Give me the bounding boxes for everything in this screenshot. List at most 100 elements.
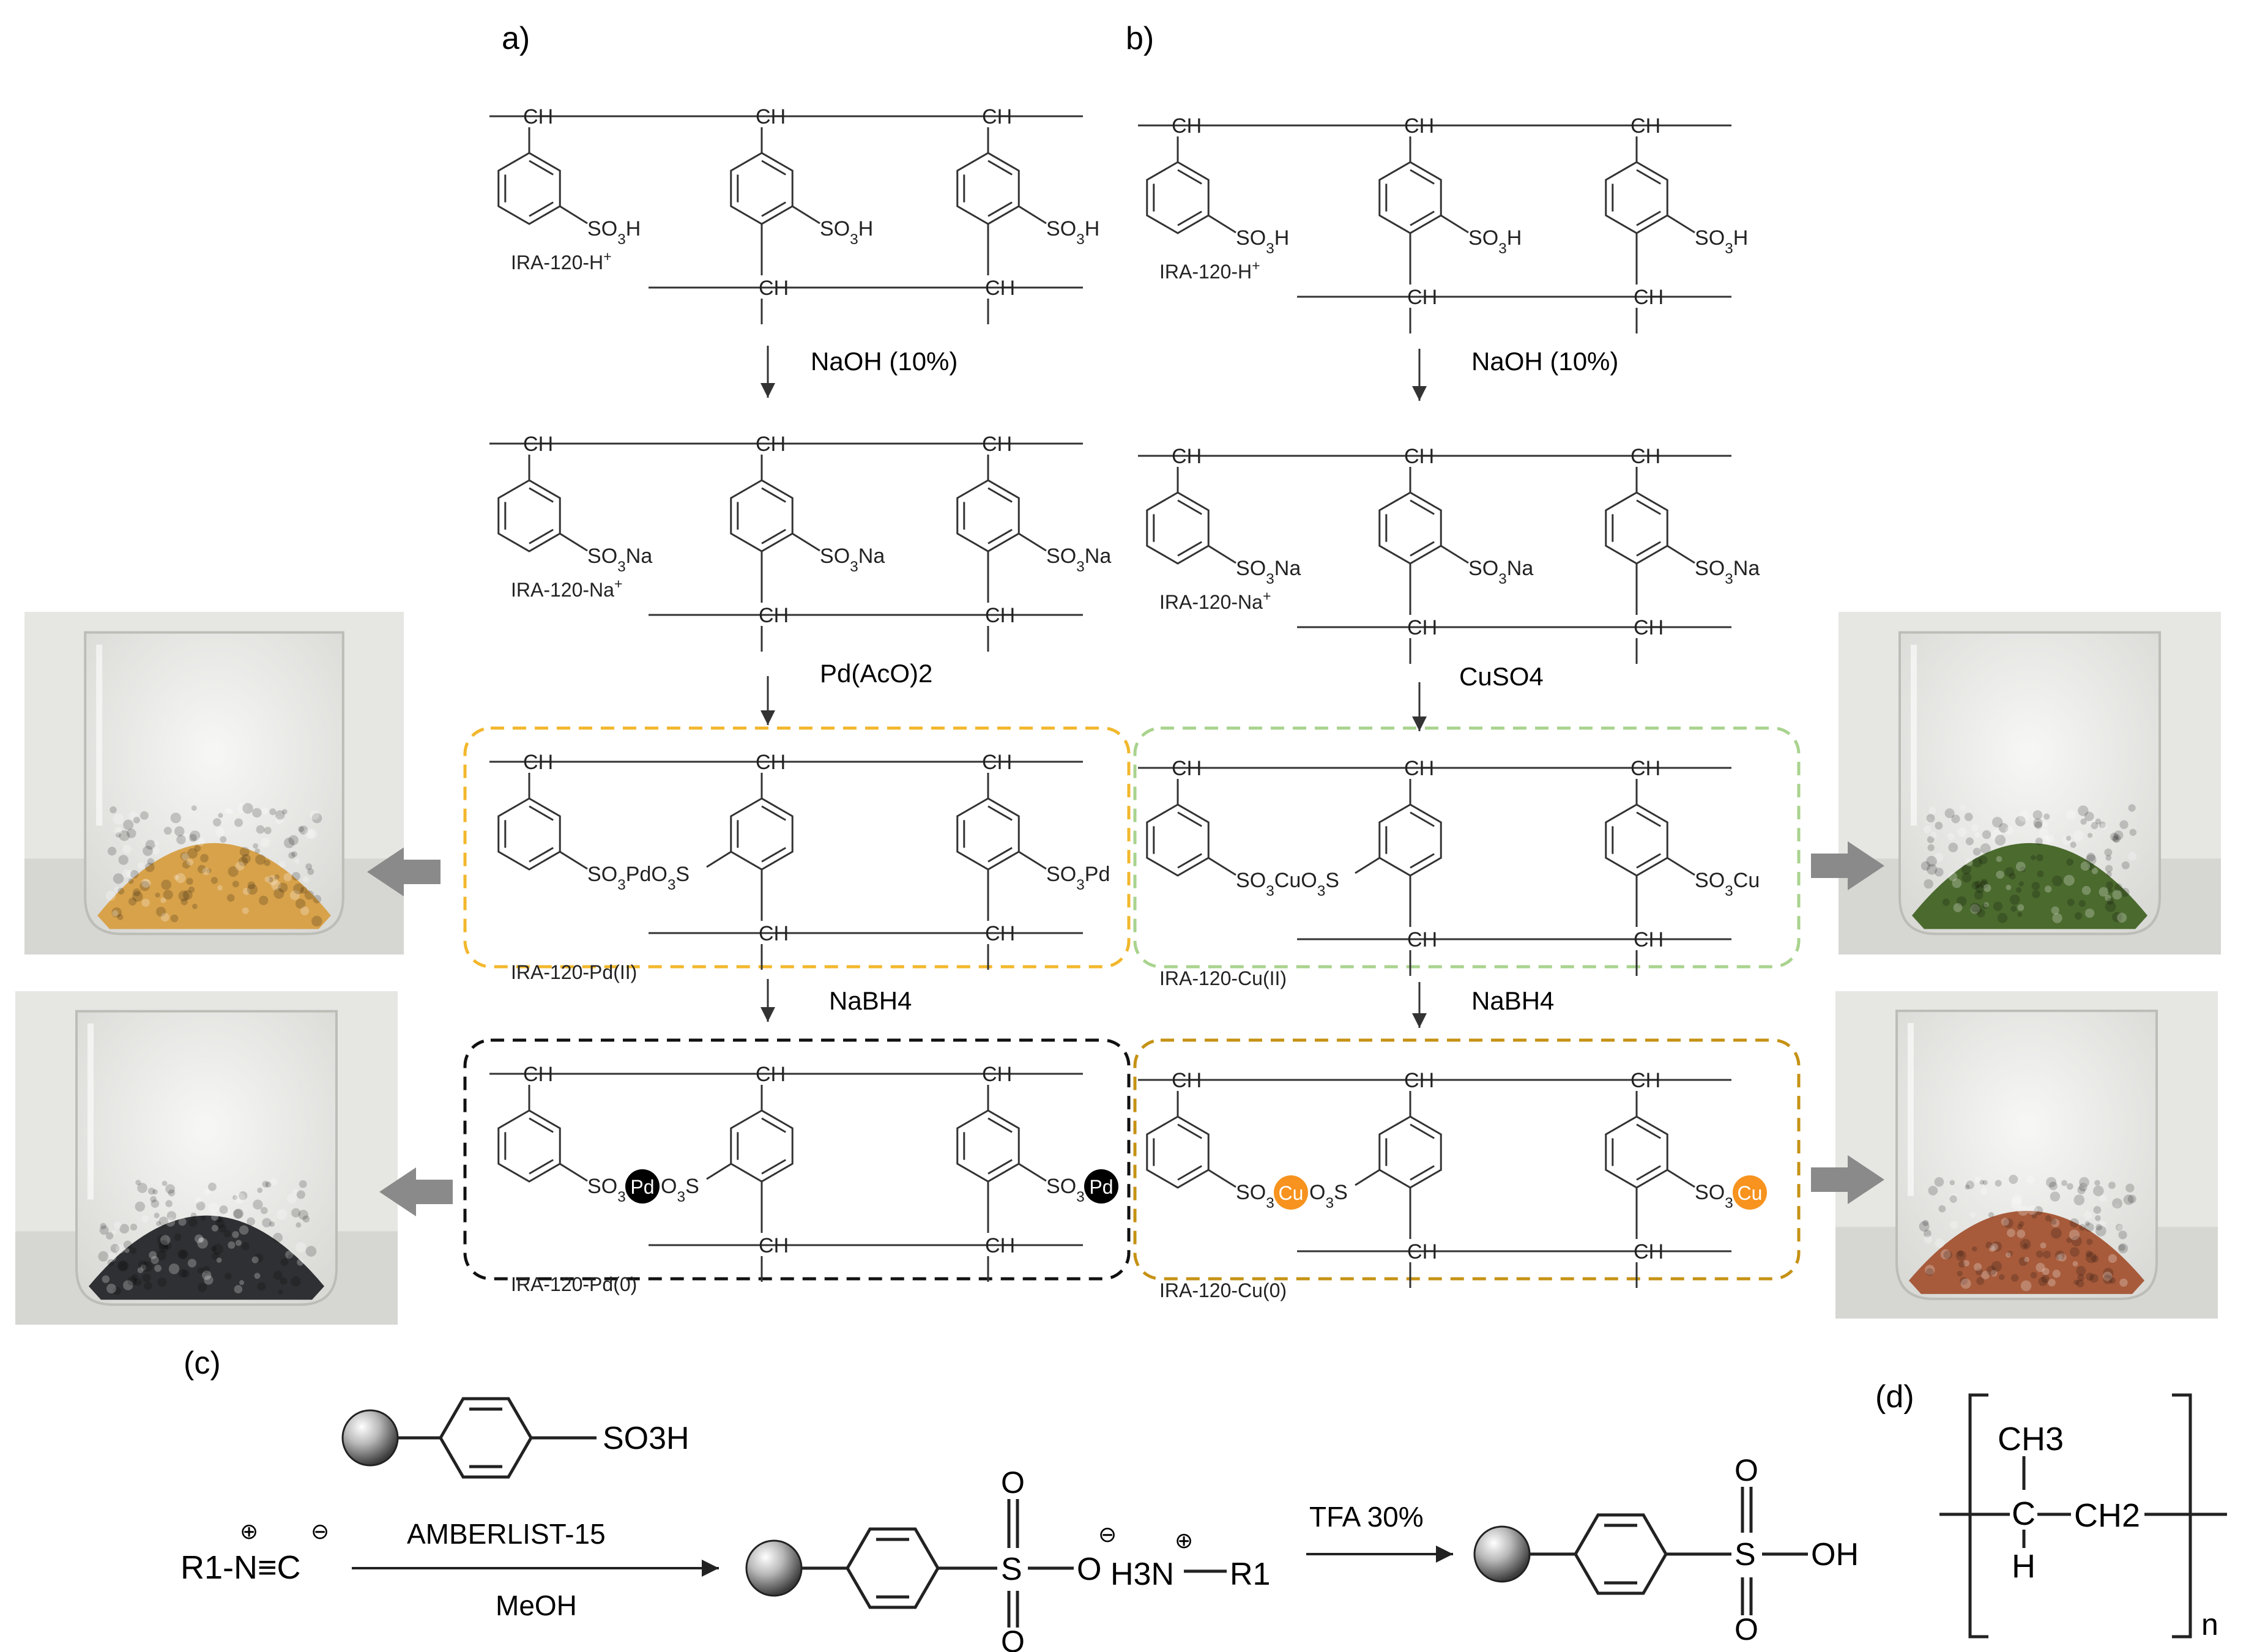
ch-label-bottom-2: CH	[985, 1234, 1015, 1257]
substituent-o3s: O3S	[1309, 1181, 1348, 1211]
cation-charge: ⊕	[1175, 1528, 1193, 1553]
reagent-nabh4-a: NaBH4	[829, 986, 912, 1015]
ch-label-top-1: CH	[756, 105, 786, 128]
glass-vial-icon	[1898, 631, 2161, 936]
solvent-label: MeOH	[496, 1590, 577, 1621]
ch-label-top-0: CH	[1172, 114, 1202, 138]
ch-label-bottom-2: CH	[985, 922, 1015, 945]
oxygen-bottom-2: O	[1735, 1612, 1758, 1646]
substituent-terminal: SO3Cu	[1695, 869, 1760, 899]
substituent-2: SO3Na	[1046, 545, 1111, 575]
resin-beads-pile	[89, 1215, 324, 1300]
metal-nanoparticle-icon	[1274, 1175, 1308, 1210]
stage-name: IRA-120-Na+	[511, 576, 622, 601]
substituent-2: SO3Na	[1695, 557, 1760, 587]
ch-label-top-0: CH	[523, 433, 553, 456]
reagent-naoh-a: NaOH (10%)	[811, 347, 957, 376]
resin-beads-pile	[97, 843, 331, 929]
photo-cu2-beads	[1839, 612, 2221, 954]
substituent-bridge: SO3PdO3S	[587, 863, 690, 893]
oxygen-bottom-1: O	[1001, 1624, 1025, 1652]
ch-label-bottom-1: CH	[1407, 616, 1437, 639]
salt-cation: H3N	[1110, 1557, 1174, 1592]
substituent-so3-b: SO3	[1695, 1181, 1733, 1211]
substituent-2: SO3H	[1695, 226, 1748, 257]
isocyanide-minus-charge: ⊖	[311, 1519, 329, 1544]
sulfur-atom-2: S	[1735, 1537, 1756, 1572]
metal-nanoparticle-icon-2	[1084, 1169, 1118, 1204]
structure-d: (d) n C CH3 H CH2	[1875, 1379, 2227, 1642]
stage-name: IRA-120-Pd(0)	[511, 1273, 637, 1295]
ch-label-top-2: CH	[1630, 114, 1660, 138]
panel-label-d: (d)	[1875, 1379, 1914, 1415]
ch-label-bottom-2: CH	[985, 277, 1015, 300]
box-pd0	[463, 1038, 1131, 1281]
substituent-0: SO3H	[1236, 226, 1289, 257]
substituent-0: SO3H	[587, 217, 641, 248]
ch-label-top-0: CH	[1172, 445, 1202, 468]
resin-bead-icon	[341, 1409, 399, 1467]
isocyanide-plus-charge: ⊕	[240, 1519, 258, 1544]
ch-label-top-1: CH	[1404, 445, 1434, 468]
substituent-0: SO3Na	[1236, 557, 1301, 587]
substituent-so3-a: SO3	[1236, 1181, 1274, 1211]
substituent-bridge: SO3CuO3S	[1236, 869, 1339, 899]
grey-arrow-pd0	[379, 1167, 453, 1216]
ch-label-top-2: CH	[1630, 1069, 1660, 1092]
metal-label-1: Pd	[630, 1176, 654, 1198]
ch-label-bottom-2: CH	[1634, 616, 1664, 639]
substituent-so3-b: SO3	[1046, 1175, 1085, 1205]
tfa-label: TFA 30%	[1309, 1501, 1424, 1533]
ch-label-bottom-2: CH	[985, 604, 1015, 627]
stage-name: IRA-120-Na+	[1159, 588, 1271, 613]
reagent-cuso4: CuSO4	[1459, 662, 1544, 691]
stage-name: IRA-120-Cu(0)	[1159, 1279, 1287, 1301]
substituent-0: SO3Na	[587, 545, 652, 575]
salt-anion-oxygen: O	[1077, 1552, 1101, 1587]
metal-label-2: Cu	[1738, 1182, 1763, 1204]
metal-label-2: Pd	[1089, 1176, 1113, 1198]
grey-arrow-cu2	[1811, 841, 1884, 890]
reagent-nabh4-b: NaBH4	[1471, 986, 1554, 1015]
substituent-1: SO3H	[820, 217, 873, 248]
stage-name: IRA-120-H+	[1159, 258, 1260, 283]
ch-label-top-2: CH	[982, 751, 1012, 774]
substituent-so3-a: SO3	[587, 1175, 626, 1205]
ch-label-top-0: CH	[523, 751, 553, 774]
ch-label-top-2: CH	[1630, 757, 1660, 780]
oxygen-top-1: O	[1001, 1465, 1025, 1500]
methylene-group: CH2	[2074, 1497, 2140, 1534]
ch-label-bottom-2: CH	[1634, 1240, 1664, 1263]
salt-r-group: R1	[1230, 1557, 1270, 1592]
ch-label-top-1: CH	[756, 751, 786, 774]
acid-end-group: OH	[1811, 1537, 1859, 1572]
substituent-1: SO3Na	[1468, 557, 1533, 587]
ch-label-bottom-1: CH	[1407, 286, 1437, 309]
substituent-1: SO3H	[1468, 226, 1522, 257]
stage-name: IRA-120-H+	[511, 248, 612, 273]
oxygen-top-2: O	[1735, 1453, 1758, 1487]
ch-label-top-1: CH	[756, 1063, 786, 1086]
photo-cu0-beads	[1835, 991, 2218, 1319]
ch-label-top-2: CH	[982, 1063, 1012, 1086]
photo-pd0-beads	[15, 991, 398, 1325]
metal-label-1: Cu	[1279, 1182, 1304, 1204]
carbon-atom: C	[2012, 1495, 2036, 1532]
methyl-group: CH3	[1998, 1421, 2064, 1457]
ch-label-top-0: CH	[523, 1063, 553, 1086]
resin-bead-icon-3	[1473, 1525, 1531, 1583]
substituent-terminal: SO3Pd	[1046, 863, 1110, 893]
isocyanide-reagent: R1-N≡C	[180, 1549, 301, 1586]
stage-name: IRA-120-Pd(II)	[511, 961, 637, 983]
reagent-naoh-b: NaOH (10%)	[1471, 347, 1618, 376]
